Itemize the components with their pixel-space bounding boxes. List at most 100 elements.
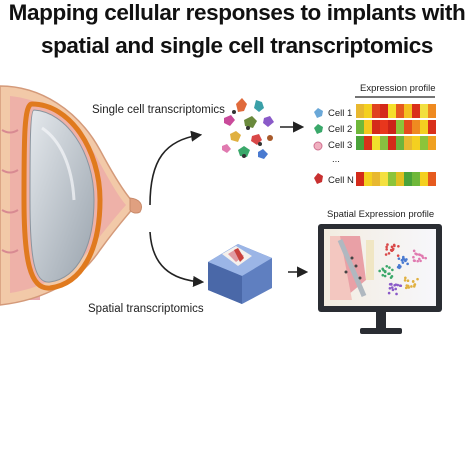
monitor	[318, 224, 442, 334]
title-line-1: Mapping cellular responses to implants w…	[8, 0, 466, 25]
heatmap-cell	[356, 172, 364, 186]
heatmap-cell	[364, 104, 372, 118]
umap-dot	[390, 245, 394, 249]
umap-dot	[391, 268, 394, 272]
heatmap-cell	[404, 120, 412, 134]
umap-dot	[391, 248, 395, 252]
heatmap-cell	[364, 120, 372, 134]
umap-dot	[390, 286, 394, 289]
heatmap-cell	[412, 136, 420, 150]
cell-1-icon	[314, 108, 323, 118]
umap-dot	[387, 291, 391, 295]
umap-dot	[388, 272, 391, 275]
heatmap-cell	[420, 172, 428, 186]
heatmap-cell	[428, 104, 436, 118]
umap-dot	[418, 257, 421, 261]
heatmap-cell	[356, 120, 364, 134]
heatmap-cell	[428, 136, 436, 150]
heatmap-cell	[388, 172, 396, 186]
title-line-2: spatial and single cell transcriptomics	[40, 33, 434, 58]
cell-3-icon	[313, 141, 323, 151]
heatmap-cell	[388, 104, 396, 118]
spatial-slide-illustration	[208, 244, 272, 304]
expression-profile-label: Expression profile	[360, 83, 436, 94]
heatmap-cell	[420, 120, 428, 134]
heatmap-cell	[428, 120, 436, 134]
umap-dot	[396, 283, 400, 287]
heatmap-cell	[372, 172, 380, 186]
heatmap-cell	[420, 104, 428, 118]
umap-dot	[385, 245, 388, 249]
umap-dot	[404, 286, 408, 290]
cell-2-label: Cell 2	[328, 124, 353, 135]
heatmap-cell	[380, 172, 388, 186]
umap-dot	[393, 284, 396, 287]
heatmap-cell	[380, 136, 388, 150]
cell-cluster-illustration	[222, 98, 274, 159]
spatial-label: Spatial transcriptomics	[88, 303, 204, 315]
heatmap-cell	[364, 136, 372, 150]
heatmap-cell	[356, 136, 364, 150]
umap-dot	[397, 244, 400, 248]
cell-n-label: Cell N	[328, 175, 354, 186]
umap-dot	[419, 259, 422, 263]
heatmap-cell	[388, 120, 396, 134]
heatmap-cell	[412, 120, 420, 134]
umap-dot	[378, 269, 381, 273]
cell-1-label: Cell 1	[328, 108, 353, 119]
umap-dot	[424, 256, 427, 260]
umap-dot	[382, 268, 385, 272]
umap-dot	[390, 282, 393, 286]
umap-dot	[404, 276, 407, 280]
umap-dot	[394, 287, 397, 291]
cell-2-icon	[314, 124, 323, 134]
umap-dot	[395, 292, 398, 296]
heatmap-cell	[404, 136, 412, 150]
umap-dot	[401, 261, 405, 264]
heatmap-cell	[372, 120, 380, 134]
umap-dot	[386, 243, 389, 246]
arrow-to-spatial	[149, 231, 205, 288]
heatmap-cell	[404, 172, 412, 186]
umap-dot	[384, 253, 388, 256]
umap-dot	[416, 277, 419, 281]
cell-n-icon	[314, 173, 323, 184]
umap-dot	[388, 266, 391, 269]
umap-dot	[387, 252, 391, 255]
umap-dot	[399, 265, 402, 268]
heatmap-cell	[404, 104, 412, 118]
heatmap-cell	[388, 136, 396, 150]
umap-dot	[388, 286, 392, 290]
umap-dot	[385, 248, 388, 251]
heatmap-cell	[396, 136, 404, 150]
umap-dot	[412, 285, 416, 288]
umap-scatter	[378, 243, 427, 296]
umap-dot	[390, 275, 394, 278]
umap-dot	[420, 254, 424, 258]
umap-dot	[393, 244, 396, 248]
heatmap-cell	[372, 136, 380, 150]
umap-dot	[414, 252, 417, 255]
umap-dot	[383, 274, 387, 278]
heatmap-cell	[412, 172, 420, 186]
heatmap-cell	[412, 104, 420, 118]
umap-dot	[412, 249, 416, 253]
umap-dot	[398, 284, 402, 287]
umap-dot	[406, 284, 410, 288]
umap-dot	[410, 285, 413, 288]
heatmap-cell	[372, 104, 380, 118]
heatmap-cell	[396, 172, 404, 186]
umap-dot	[381, 273, 385, 277]
umap-dot	[385, 264, 389, 268]
cell-3-label: Cell 3	[328, 140, 353, 151]
heatmap-cell	[356, 104, 364, 118]
expression-heatmap	[356, 104, 436, 186]
umap-dot	[396, 254, 400, 257]
heatmap-cell	[380, 104, 388, 118]
umap-dot	[406, 262, 409, 266]
breast-implant-illustration	[0, 85, 143, 306]
heatmap-cell	[420, 136, 428, 150]
umap-dot	[413, 283, 417, 286]
umap-dot	[416, 259, 420, 263]
umap-dot	[403, 279, 407, 282]
